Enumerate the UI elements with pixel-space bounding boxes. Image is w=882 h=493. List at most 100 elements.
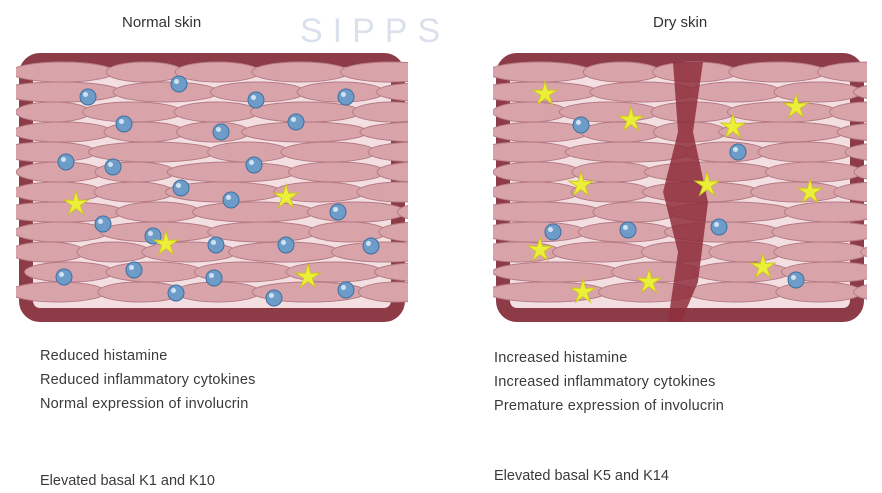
nucleus bbox=[278, 237, 294, 253]
nucleus bbox=[168, 285, 184, 301]
nucleus-highlight bbox=[61, 157, 66, 162]
cell bbox=[693, 262, 789, 282]
cell bbox=[687, 82, 782, 102]
cell bbox=[709, 242, 782, 262]
cell bbox=[208, 222, 317, 242]
cell bbox=[286, 262, 382, 282]
cell bbox=[581, 122, 662, 142]
cell bbox=[16, 222, 108, 242]
dry-skin-features: Increased histamine Increased inflammato… bbox=[494, 346, 724, 418]
cell bbox=[758, 142, 853, 162]
nucleus bbox=[173, 180, 189, 196]
nucleus-highlight bbox=[98, 219, 103, 224]
nucleus-highlight bbox=[341, 285, 346, 290]
cell bbox=[493, 62, 591, 82]
cell bbox=[774, 242, 867, 262]
cell bbox=[593, 202, 677, 222]
tissue-block bbox=[493, 60, 867, 322]
cell bbox=[774, 82, 861, 102]
cell bbox=[729, 62, 826, 82]
nucleus bbox=[58, 154, 74, 170]
nucleus bbox=[730, 144, 746, 160]
dry-skin-tissue-illustration bbox=[493, 52, 867, 337]
cell bbox=[175, 62, 260, 82]
cell bbox=[16, 62, 114, 82]
nucleus-highlight bbox=[108, 162, 113, 167]
cell bbox=[242, 122, 368, 142]
cell bbox=[16, 282, 106, 302]
tissue-block bbox=[16, 60, 408, 315]
cell bbox=[94, 182, 173, 202]
cell bbox=[765, 162, 862, 182]
nucleus-highlight bbox=[733, 147, 738, 152]
nucleus-highlight bbox=[148, 231, 153, 236]
nucleus bbox=[206, 270, 222, 286]
nucleus-highlight bbox=[714, 222, 719, 227]
nucleus-highlight bbox=[548, 227, 553, 232]
feature-line: Reduced inflammatory cytokines bbox=[40, 368, 256, 392]
nucleus bbox=[105, 159, 121, 175]
cell bbox=[688, 282, 784, 302]
nucleus bbox=[246, 157, 262, 173]
cell bbox=[252, 62, 349, 82]
cell bbox=[493, 102, 567, 122]
cell bbox=[174, 102, 258, 122]
cell bbox=[493, 142, 573, 162]
nucleus-highlight bbox=[249, 160, 254, 165]
cell bbox=[16, 122, 112, 142]
nucleus-highlight bbox=[333, 207, 338, 212]
feature-line: Increased histamine bbox=[494, 346, 724, 370]
nucleus bbox=[248, 92, 264, 108]
cell bbox=[307, 202, 405, 222]
feature-line: Premature expression of involucrin bbox=[494, 394, 724, 418]
dry-skin-keratin: Elevated basal K5 and K14 bbox=[494, 468, 669, 484]
nucleus bbox=[80, 89, 96, 105]
cell bbox=[559, 102, 659, 122]
cell bbox=[493, 162, 580, 182]
nucleus-highlight bbox=[174, 79, 179, 84]
feature-line: Increased inflammatory cytokines bbox=[494, 370, 724, 394]
nucleus-highlight bbox=[623, 225, 628, 230]
nucleus bbox=[116, 116, 132, 132]
cell bbox=[16, 242, 85, 262]
cell bbox=[113, 82, 218, 102]
nucleus bbox=[171, 76, 187, 92]
nucleus-highlight bbox=[791, 275, 796, 280]
nucleus-highlight bbox=[119, 119, 124, 124]
nucleus bbox=[363, 238, 379, 254]
nucleus bbox=[573, 117, 589, 133]
nucleus bbox=[56, 269, 72, 285]
cell bbox=[16, 102, 90, 122]
nucleus bbox=[620, 222, 636, 238]
normal-skin-tissue-illustration bbox=[16, 52, 408, 337]
nucleus-highlight bbox=[251, 95, 256, 100]
cell bbox=[167, 162, 296, 182]
nucleus-highlight bbox=[211, 240, 216, 245]
cell bbox=[82, 102, 182, 122]
cell bbox=[88, 142, 215, 162]
nucleus bbox=[223, 192, 239, 208]
cell bbox=[493, 242, 561, 262]
nucleus-highlight bbox=[269, 293, 274, 298]
dry-skin-title: Dry skin bbox=[653, 14, 707, 31]
nucleus-highlight bbox=[341, 92, 346, 97]
cell bbox=[116, 202, 200, 222]
nucleus-highlight bbox=[291, 117, 296, 122]
cell bbox=[784, 202, 867, 222]
feature-line: Reduced histamine bbox=[40, 344, 256, 368]
cell bbox=[727, 102, 837, 122]
normal-skin-title: Normal skin bbox=[122, 14, 201, 31]
cell bbox=[772, 222, 867, 242]
cell bbox=[16, 82, 121, 102]
cell bbox=[553, 242, 650, 262]
cell bbox=[106, 62, 183, 82]
dry-skin-panel: Dry skin Increased histamine Increased i… bbox=[441, 0, 882, 493]
nucleus-highlight bbox=[216, 127, 221, 132]
cell bbox=[16, 182, 102, 202]
nucleus bbox=[788, 272, 804, 288]
nucleus-highlight bbox=[576, 120, 581, 125]
nucleus bbox=[208, 237, 224, 253]
nucleus bbox=[266, 290, 282, 306]
cell bbox=[493, 182, 579, 202]
cell bbox=[16, 142, 96, 162]
